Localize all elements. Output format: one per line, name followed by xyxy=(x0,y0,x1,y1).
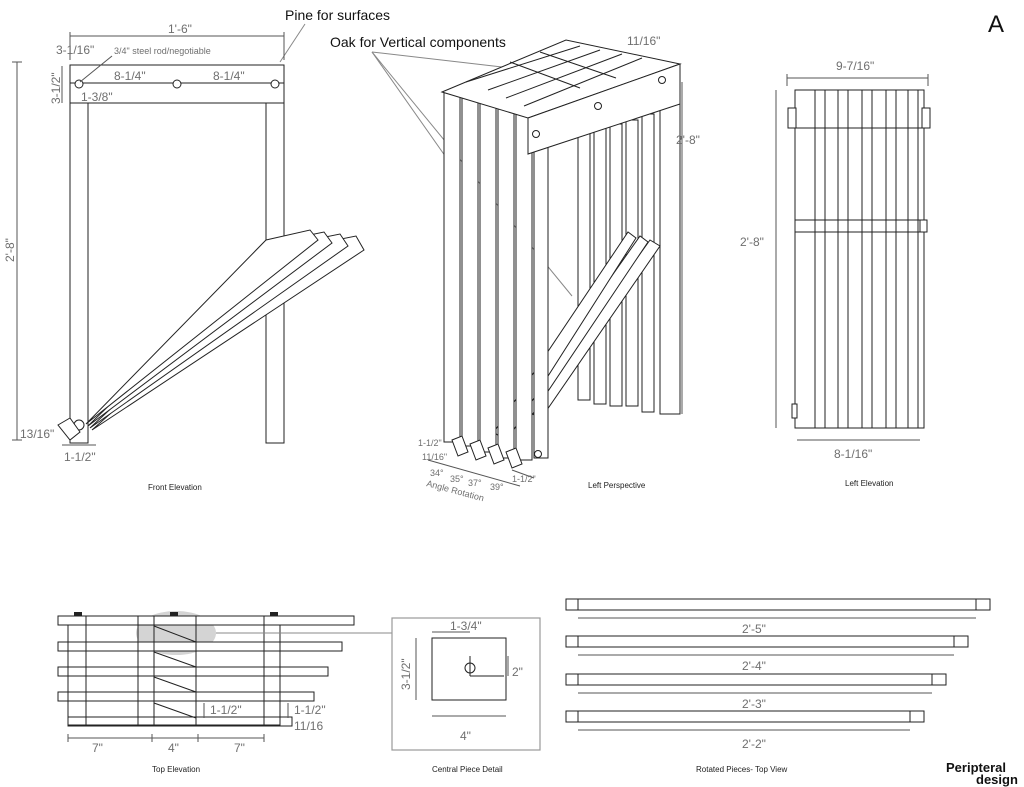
left-perspective xyxy=(427,39,683,487)
dim-front-top-offset: 3-1/16" xyxy=(56,43,94,57)
dim-top-slat: 1-1/2" xyxy=(210,703,242,717)
top-elevation xyxy=(57,611,392,742)
dim-top-slat-b: 1-1/2" xyxy=(294,703,326,717)
dim-front-foot: 13/16" xyxy=(20,427,54,441)
dim-front-rail-height: 3-1/2" xyxy=(49,72,63,104)
caption-central-detail: Central Piece Detail xyxy=(432,765,503,774)
dim-persp-slat: 1-1/2" xyxy=(418,438,442,448)
dim-persp-gap: 11/16" xyxy=(422,452,447,462)
dim-top-seg-right: 7" xyxy=(234,741,245,755)
caption-left-perspective: Left Perspective xyxy=(588,481,646,490)
caption-left-elevation: Left Elevation xyxy=(845,479,893,488)
dim-detail-height: 3-1/2" xyxy=(399,658,413,690)
dim-lelev-top-width: 9-7/16" xyxy=(836,59,874,73)
dim-detail-top: 1-3/4" xyxy=(450,619,482,633)
note-oak: Oak for Vertical components xyxy=(330,34,506,50)
dim-top-seg-left: 7" xyxy=(92,741,103,755)
dim-rotated-length-4: 2'-2" xyxy=(742,737,766,751)
dim-lelev-height: 2'-8" xyxy=(740,235,764,249)
rotated-pieces xyxy=(565,598,991,731)
dim-top-gap: 11/16 xyxy=(294,719,323,733)
sheet-letter: A xyxy=(988,11,1004,38)
dim-persp-top: 11/16" xyxy=(627,34,660,48)
dim-persp-side: 1-1/2" xyxy=(512,474,536,484)
dim-bolt-spacing-left: 8-1/4" xyxy=(114,69,146,83)
dim-front-leg: 1-1/2" xyxy=(64,450,96,464)
dim-bolt-spacing-right: 8-1/4" xyxy=(213,69,245,83)
dim-rotated-length-1: 2'-5" xyxy=(742,622,766,636)
dim-lelev-bottom-width: 8-1/16" xyxy=(834,447,872,461)
dim-persp-angle-2: 35° xyxy=(450,474,464,484)
dim-detail-right: 2" xyxy=(512,665,523,679)
dim-front-width: 1'-6" xyxy=(168,22,192,36)
caption-front-elevation: Front Elevation xyxy=(148,483,202,492)
note-steel-rod: 3/4" steel rod/negotiable xyxy=(114,46,211,56)
dim-detail-bottom: 4" xyxy=(460,729,471,743)
dim-front-rail-offset: 1-3/8" xyxy=(81,90,113,104)
dim-front-height: 2'-8" xyxy=(3,238,17,262)
brand-line2: design xyxy=(976,772,1018,787)
dim-rotated-length-3: 2'-3" xyxy=(742,697,766,711)
dim-persp-height: 2'-8" xyxy=(676,133,700,147)
caption-rotated-pieces: Rotated Pieces- Top View xyxy=(696,765,788,774)
left-elevation xyxy=(775,74,931,441)
note-pine: Pine for surfaces xyxy=(285,7,390,23)
central-piece-detail xyxy=(391,617,541,751)
caption-top-elevation: Top Elevation xyxy=(152,765,200,774)
dim-persp-angle-1: 34° xyxy=(430,468,444,478)
brand-line1: Peripteral xyxy=(946,760,1006,775)
dim-top-seg-mid: 4" xyxy=(168,741,179,755)
dim-persp-angle-4: 39° xyxy=(490,482,504,492)
front-elevation xyxy=(12,32,365,446)
dim-persp-angle-3: 37° xyxy=(468,478,482,488)
dim-rotated-length-2: 2'-4" xyxy=(742,659,766,673)
